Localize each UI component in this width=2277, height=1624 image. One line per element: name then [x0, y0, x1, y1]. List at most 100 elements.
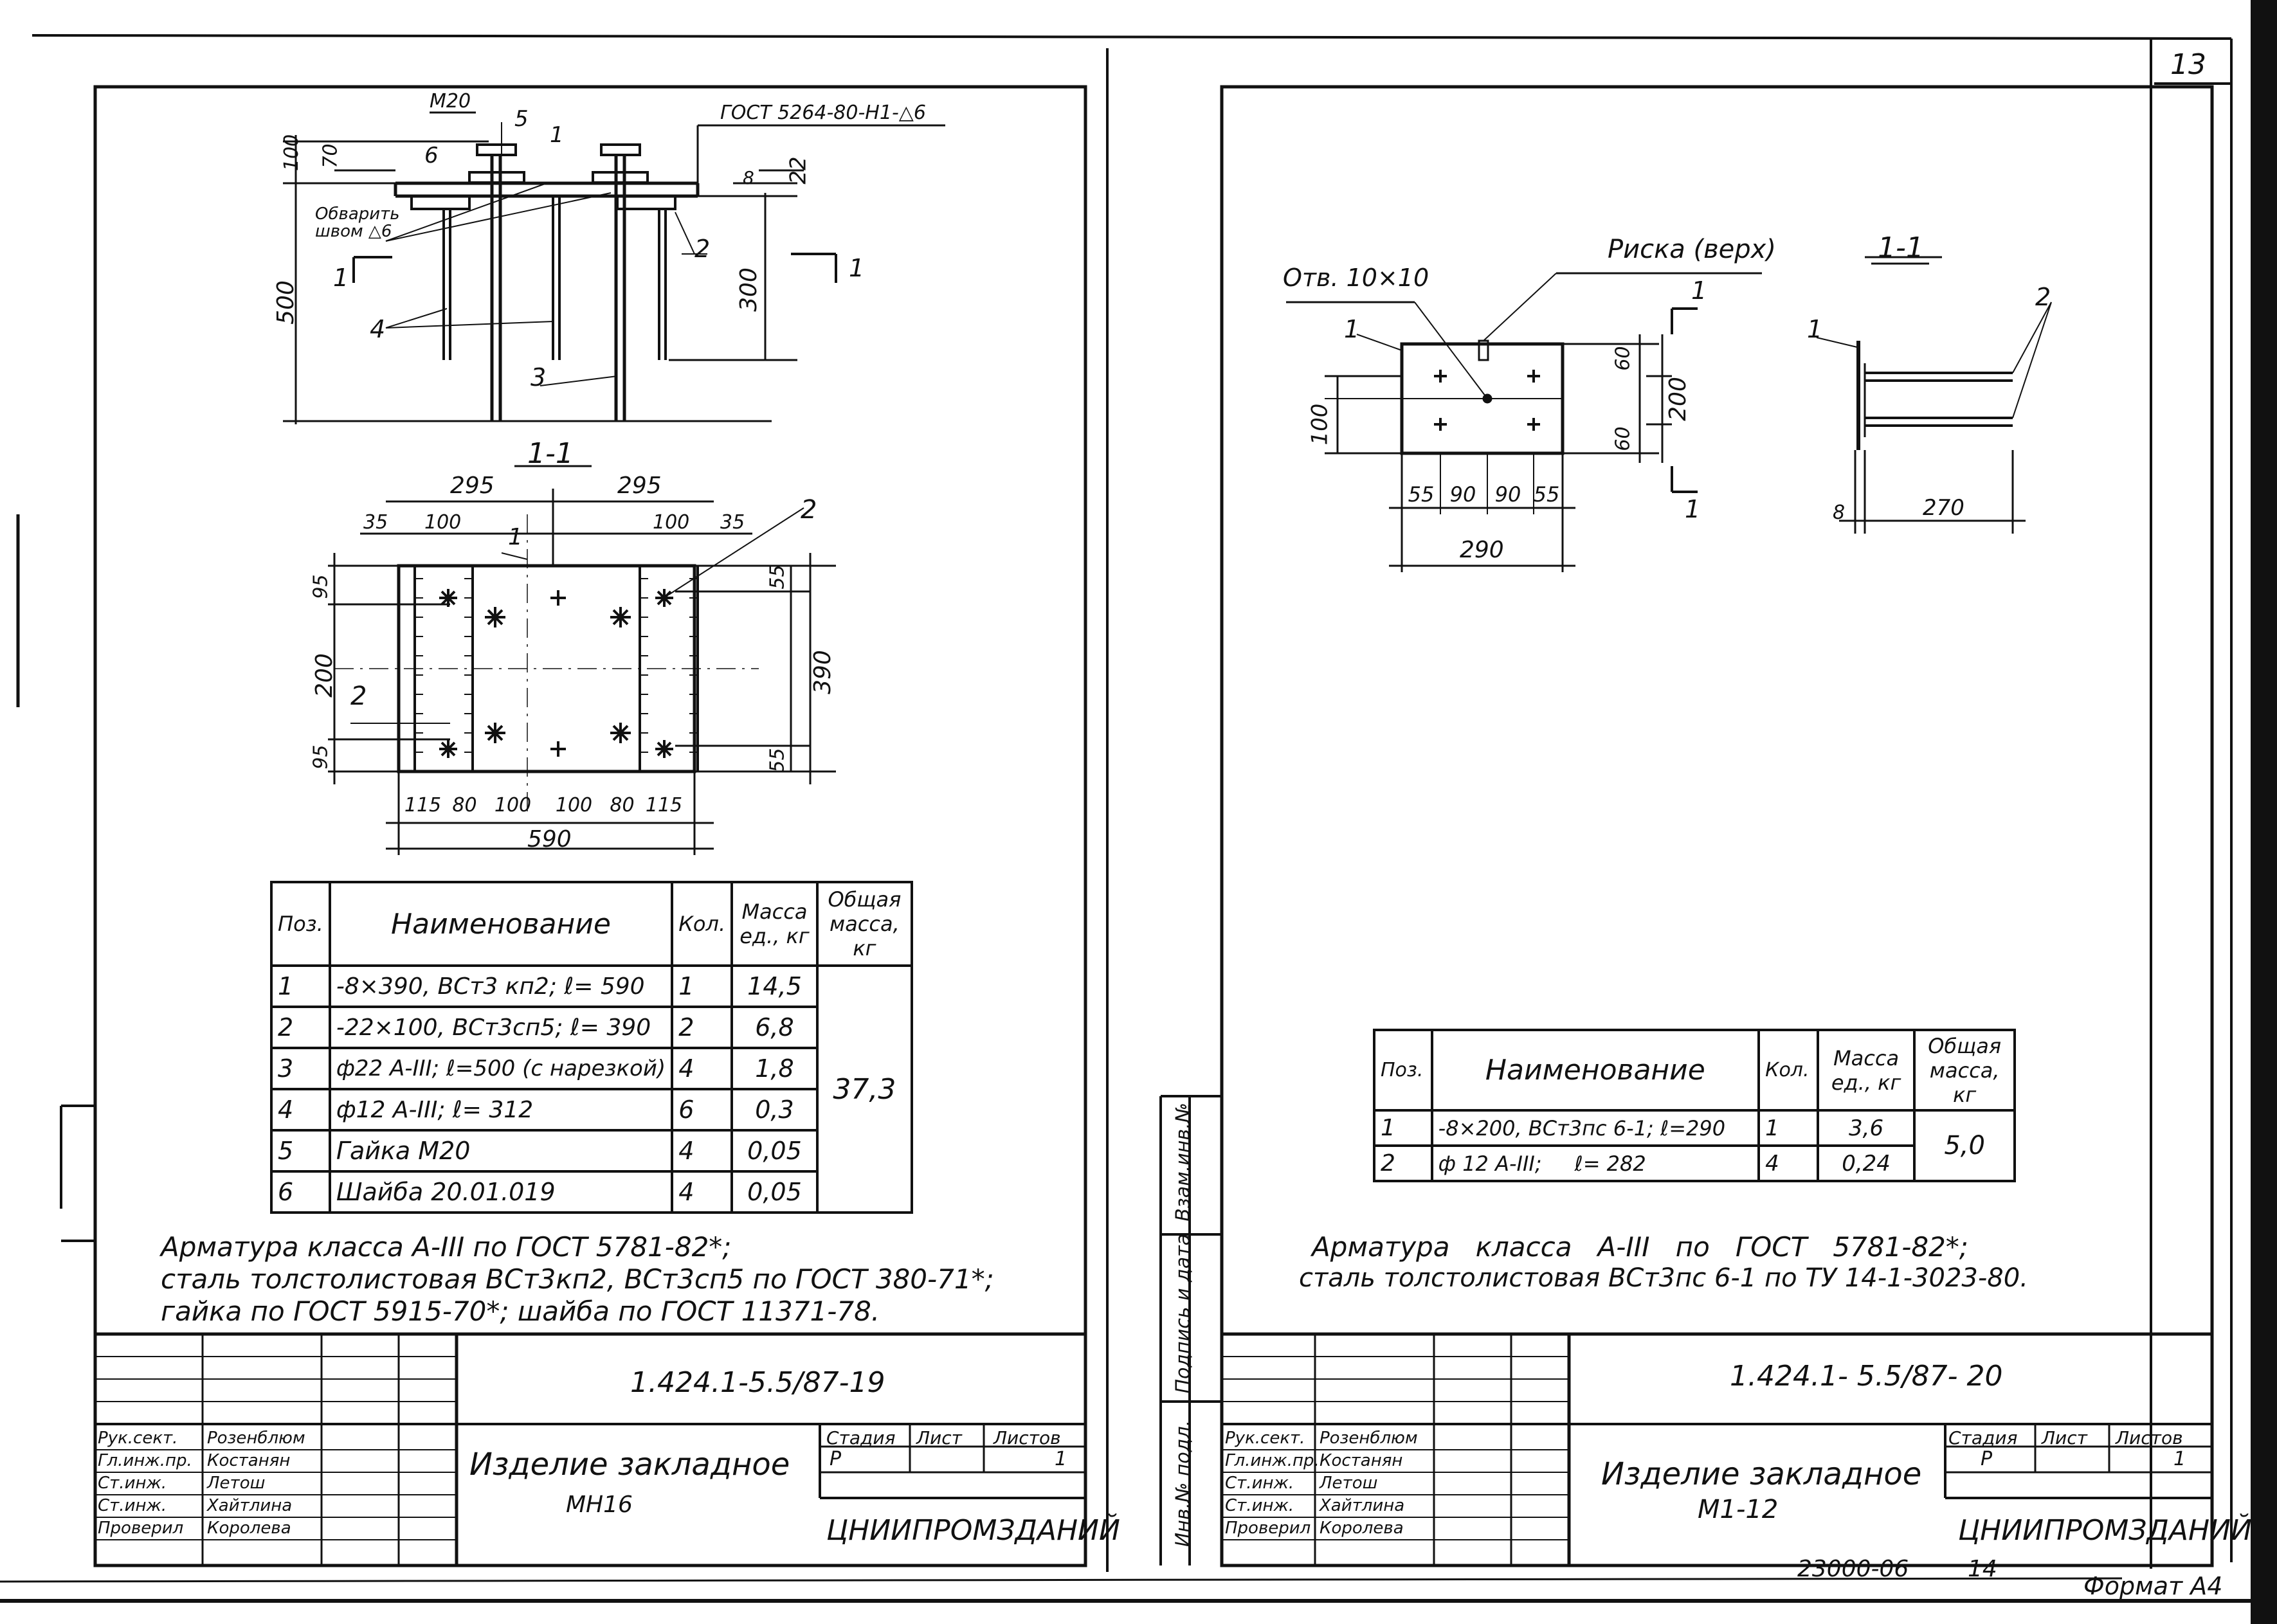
doc-code-left: 1.424.1-5.5/87-19 — [630, 1366, 885, 1399]
section-mark-right-b: 1 — [1685, 495, 1701, 523]
section-mark-left-b: 1 — [849, 254, 865, 282]
role-eng1: Ст.инж. — [1225, 1474, 1294, 1493]
dim-55a: 55 — [766, 564, 789, 590]
table-row: 1 -8×200, ВСт3пс 6-1; ℓ=290 1 3,6 5,0 — [1373, 1109, 2016, 1182]
dim-115b: 115 — [645, 794, 683, 817]
product-title-right: Изделие закладное — [1601, 1456, 1922, 1492]
cell-qty: 6 — [671, 1088, 734, 1132]
label-pos-2-sec-right: 2 — [2035, 283, 2051, 311]
cell-total: 37,3 — [815, 964, 914, 1214]
name-4: Хайтлина — [207, 1496, 293, 1515]
note-line-2-right: сталь толстолистовая ВСт3пс 6-1 по ТУ 14… — [1299, 1263, 2028, 1293]
dim-200-plan: 200 — [1664, 377, 1691, 421]
cell-pos: 1 — [270, 964, 331, 1008]
bottom-dims-right: 55 90 90 55 — [1402, 482, 1563, 508]
role-eng1: Ст.инж. — [98, 1474, 167, 1493]
th-qty: Кол. — [1757, 1029, 1819, 1112]
th-name: Наименование — [328, 881, 674, 967]
dim-90a-plan: 90 — [1449, 482, 1476, 507]
dim-95a: 95 — [309, 574, 332, 599]
role-eng2: Ст.инж. — [1225, 1496, 1294, 1515]
dim-70-top: 70 — [319, 143, 342, 168]
section-mark-left-a: 1 — [333, 264, 349, 292]
label-pos-2b-sec: 2 — [350, 681, 367, 711]
dim-95b: 95 — [309, 744, 332, 770]
dim-35a: 35 — [363, 511, 388, 534]
label-pos-2a-sec: 2 — [801, 495, 817, 525]
name-1: Розенблюм — [207, 1429, 305, 1448]
label-pos-1-sec: 1 — [508, 524, 523, 550]
name-3: Летош — [207, 1474, 266, 1493]
th-name: Наименование — [1430, 1029, 1761, 1112]
name-2: Костанян — [207, 1451, 291, 1470]
product-title-left: Изделие закладное — [469, 1447, 790, 1483]
label-pos-1-plan: 1 — [1344, 315, 1360, 343]
dim-115a: 115 — [404, 794, 442, 817]
table-row: 1 -8×390, ВСт3 кп2; ℓ= 590 1 14,5 37,3 — [270, 964, 914, 1214]
cell-name: ф 12 А-III; ℓ= 282 — [1430, 1144, 1761, 1182]
roles-left: Рук.сект. Гл.инж.пр. Ст.инж. Ст.инж. Про… — [98, 1427, 192, 1540]
section-mark-right-a: 1 — [1691, 276, 1707, 305]
org-left: ЦНИИПРОМЗДАНИЙ — [826, 1514, 1120, 1547]
dim-100b: 100 — [653, 511, 690, 534]
th-qty: Кол. — [671, 881, 734, 967]
cell-name: -8×390, ВСт3 кп2; ℓ= 590 — [328, 964, 674, 1008]
cell-name: Шайба 20.01.019 — [328, 1170, 674, 1214]
label-pos-3: 3 — [531, 363, 547, 392]
cell-pos: 3 — [270, 1047, 331, 1090]
role-chief: Гл.инж.пр. — [98, 1451, 192, 1470]
cell-pos: 2 — [1373, 1144, 1433, 1182]
weld-note-line2: швом △6 — [315, 222, 392, 241]
label-m20: M20 — [430, 90, 471, 113]
bottom-dims-left: 115 80 100 100 80 115 — [399, 794, 694, 820]
cell-mass: 0,05 — [730, 1129, 819, 1173]
cell-qty: 1 — [1757, 1109, 1819, 1147]
cell-total: 5,0 — [1913, 1109, 2016, 1182]
dim-300: 300 — [735, 267, 762, 312]
footer-code: 23000-06 — [1797, 1556, 1909, 1582]
name-2: Костанян — [1320, 1451, 1403, 1470]
cell-qty: 4 — [671, 1170, 734, 1214]
cell-pos: 1 — [1373, 1109, 1433, 1147]
mark-label: Риска (верх) — [1608, 235, 1776, 264]
cell-mass: 0,24 — [1816, 1144, 1916, 1182]
cell-mass: 3,6 — [1816, 1109, 1916, 1147]
cell-qty: 1 — [671, 964, 734, 1008]
label-pos-1: 1 — [550, 122, 564, 148]
note-line-1-left: Арматура класса А-III по ГОСТ 5781-82*; — [161, 1231, 732, 1263]
names-right: Розенблюм Костанян Летош Хайтлина Короле… — [1320, 1427, 1418, 1540]
stage-value-right: Р — [1981, 1448, 1993, 1470]
cell-qty: 2 — [671, 1006, 734, 1049]
org-right: ЦНИИПРОМЗДАНИЙ — [1958, 1514, 2252, 1547]
name-1: Розенблюм — [1320, 1429, 1418, 1448]
name-4: Хайтлина — [1320, 1496, 1405, 1515]
cell-mass: 0,3 — [730, 1088, 819, 1132]
cell-qty: 4 — [671, 1129, 734, 1173]
cell-name: -8×200, ВСт3пс 6-1; ℓ=290 — [1430, 1109, 1761, 1147]
table-row: 3 ф22 А-III; ℓ=500 (с нарезкой) 4 1,8 — [270, 1047, 912, 1090]
weld-note-line1: Обварить — [315, 204, 400, 224]
dim-200-sec: 200 — [311, 653, 338, 698]
cell-mass: 14,5 — [730, 964, 819, 1008]
name-5: Королева — [207, 1519, 291, 1538]
th-mass: Масса ед., кг — [1816, 1029, 1916, 1112]
spec-table-left: Поз. Наименование Кол. Масса ед., кг Общ… — [270, 881, 914, 1214]
dim-35b: 35 — [720, 511, 745, 534]
dim-295b: 295 — [617, 473, 662, 499]
dim-295a: 295 — [450, 473, 494, 499]
section-title-left: 1-1 — [527, 437, 574, 470]
table-row: 6 Шайба 20.01.019 4 0,05 — [270, 1170, 912, 1214]
dim-100-plan: 100 — [1307, 403, 1333, 446]
hole-label: Отв. 10×10 — [1283, 264, 1429, 292]
cell-pos: 5 — [270, 1129, 331, 1173]
sheets-value-right: 1 — [2173, 1448, 2186, 1470]
label-pos-6: 6 — [424, 143, 439, 168]
role-eng2: Ст.инж. — [98, 1496, 167, 1515]
label-pos-1-sec-right: 1 — [1807, 315, 1823, 343]
note-line-1-right: Арматура класса А-III по ГОСТ 5781-82*; — [1312, 1231, 1968, 1263]
dim-8-top: 8 — [743, 167, 754, 188]
dim-100c: 100 — [494, 794, 532, 817]
label-pos-2-top: 2 — [694, 235, 711, 263]
dim-100-top: 100 — [280, 134, 304, 172]
